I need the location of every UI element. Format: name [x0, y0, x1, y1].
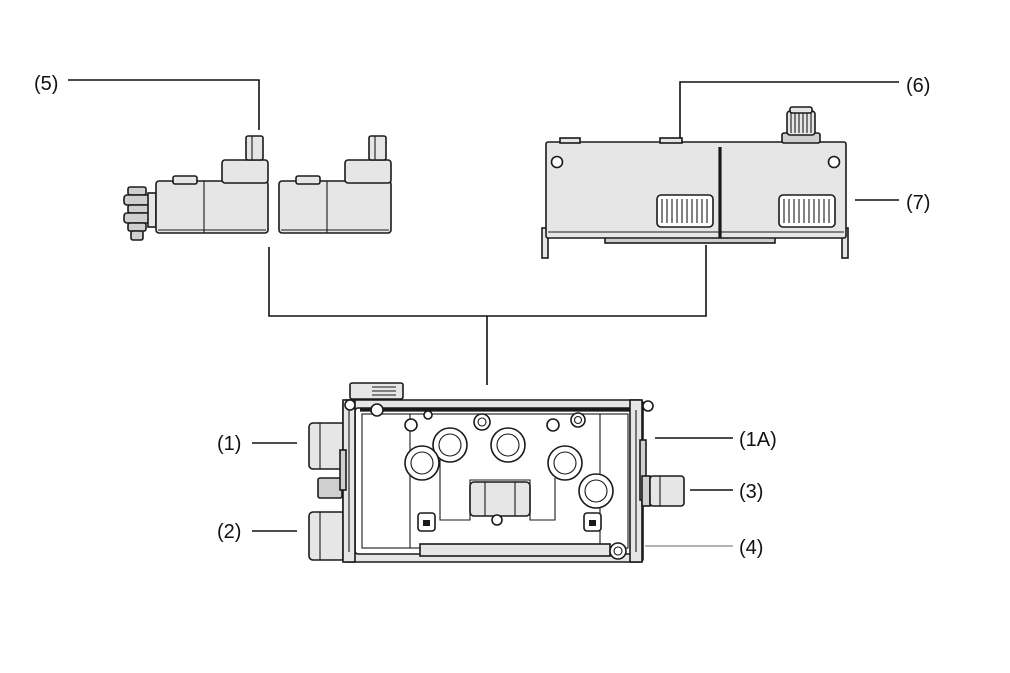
- callout-4: (4): [739, 537, 763, 559]
- callout-3: (3): [739, 481, 763, 503]
- callout-1: (1): [217, 433, 241, 455]
- callout-7: (7): [906, 192, 930, 214]
- m12-connector: [781, 106, 821, 144]
- valve-base: [308, 382, 685, 563]
- callout-2: (2): [217, 521, 241, 543]
- electronic-module: [541, 106, 849, 259]
- solenoid-coil-assembly: [123, 135, 392, 241]
- solenoid-coil-right: [278, 135, 392, 234]
- vent-slots-right: [778, 194, 836, 228]
- leader-lines: [68, 79, 899, 547]
- plug-connector: [123, 186, 157, 241]
- vent-slots-left: [656, 194, 714, 228]
- callout-1a: (1A): [739, 429, 777, 451]
- callout-5: (5): [34, 73, 58, 95]
- fitting-port-3: [641, 475, 685, 507]
- assembly-connector-lines: [268, 245, 707, 385]
- solenoid-coil-left: [155, 135, 269, 234]
- callout-6: (6): [906, 75, 930, 97]
- fitting-port-2: [308, 511, 346, 561]
